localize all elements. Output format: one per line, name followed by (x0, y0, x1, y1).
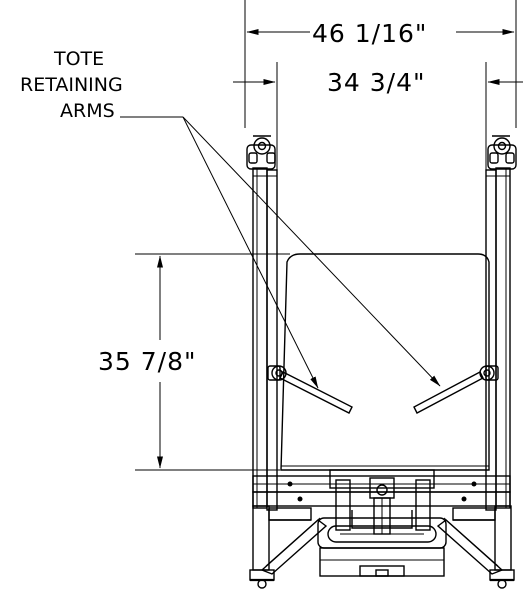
tote-height-dimension: 35 7/8" (98, 253, 290, 471)
leader-right-arm (182, 116, 441, 387)
right-upright-post (485, 135, 517, 511)
callout-line-3: ARMS (60, 100, 115, 122)
tote-retaining-arms-callout: TOTE RETAINING ARMS (20, 48, 441, 389)
left-upright-post (246, 135, 278, 511)
callout-line-1: TOTE (53, 48, 104, 70)
callout-line-2: RETAINING (20, 74, 123, 96)
base-frame (249, 469, 515, 589)
pivot-knob-icon (493, 137, 511, 155)
overall-width-dimension: 46 1/16" (244, 0, 517, 128)
overall-width-label: 46 1/16" (312, 19, 427, 48)
tote-container (280, 253, 490, 471)
leader-left-arm (182, 116, 319, 389)
tote-height-label: 35 7/8" (98, 347, 197, 376)
pivot-knob-icon (253, 137, 271, 155)
inner-width-dimension: 34 3/4" (233, 62, 523, 170)
left-retaining-arm (267, 365, 353, 414)
right-retaining-arm (413, 365, 499, 414)
inner-width-label: 34 3/4" (327, 68, 426, 97)
